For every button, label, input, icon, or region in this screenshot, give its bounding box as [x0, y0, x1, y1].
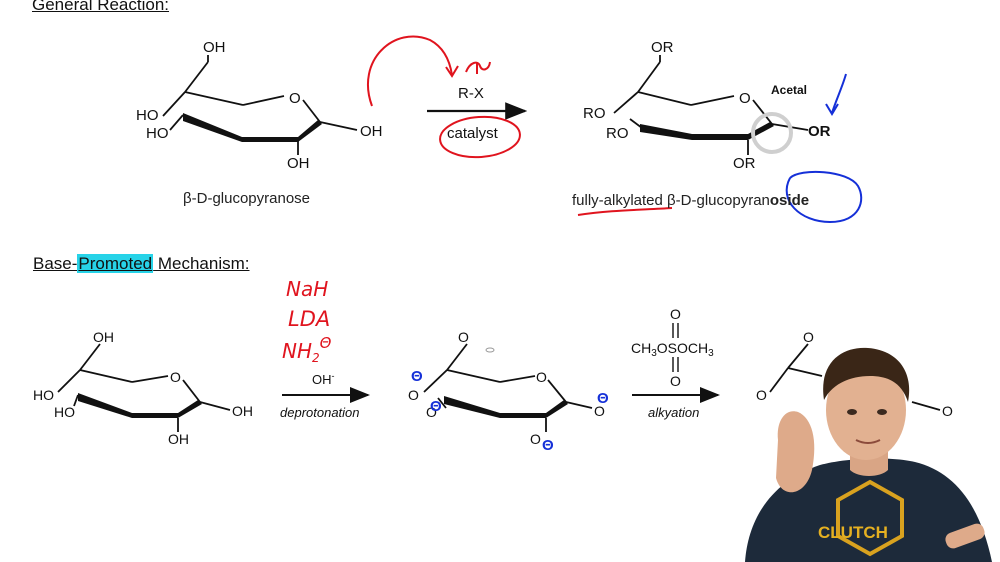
stray-mark [485, 347, 495, 353]
product-name-oside: oside [770, 192, 809, 209]
atom-label-oh: OH [360, 123, 383, 140]
alkoxide-intermediate [423, 343, 593, 432]
blue-negative-charges: Θ Θ Θ Θ [411, 368, 609, 454]
atom-label-o: O [408, 387, 419, 403]
hydroxide: OH [312, 372, 332, 387]
acetal-label: Acetal [771, 83, 807, 97]
base-lda: LDA [288, 307, 330, 331]
atom-label-o: O [170, 369, 181, 385]
sulfate-formula: CH3OSOCH3 [631, 340, 714, 359]
blue-annotations-top [785, 73, 863, 224]
atom-label-o: O [594, 403, 605, 419]
product-name-mid: β-D-glucopyra [663, 192, 762, 209]
amide-sub: 2 [312, 351, 320, 365]
alkoxide-labels: O O O O O O [408, 329, 605, 447]
atom-label-o: O [536, 369, 547, 385]
sulfate-bottom-o: O [670, 373, 681, 389]
atom-label-oh: OH [93, 329, 114, 345]
product-labels: OR O RO RO OR OR Acetal [583, 39, 831, 172]
atom-label-o: O [739, 90, 751, 107]
minus-charge: Θ [542, 437, 554, 454]
atom-label-o: O [289, 90, 301, 107]
reactant-glucopyranose [162, 55, 358, 155]
atom-label-or: OR [651, 39, 674, 56]
atom-label-ro: RO [606, 125, 629, 142]
mechanism-glucose [57, 343, 231, 432]
atom-label-o: O [426, 404, 437, 420]
section-title-general-reaction: General Reaction: [32, 0, 170, 14]
section-title-mechanism: Base-Promoted Mechanism: [33, 254, 250, 274]
step1-name: deprotonation [280, 405, 360, 420]
atom-label-oh: OH [232, 403, 253, 419]
atom-label-o: O [530, 431, 541, 447]
sulfate-top-o: O [670, 306, 681, 322]
atom-label-oh: OH [287, 155, 310, 172]
step1-reagent: OH- [312, 371, 335, 387]
logo-hexagon [836, 479, 904, 557]
amide-minus: Θ [320, 334, 332, 352]
amide-nh: NH [282, 339, 312, 363]
title-part: Mechanism: [153, 254, 250, 273]
atom-label-ho: HO [54, 404, 75, 420]
charge: - [332, 371, 335, 381]
title-part: Base- [33, 254, 78, 273]
formula-mid: OSOCH [657, 340, 708, 356]
product-glycoside [613, 55, 809, 155]
highlighted-word: Promoted [77, 254, 154, 273]
atom-label-ho: HO [33, 387, 54, 403]
base-amide: NH2Θ [282, 334, 332, 365]
atom-label-oh: OH [168, 431, 189, 447]
presenter-hand [776, 411, 815, 493]
step2-name: alkyation [648, 405, 699, 420]
atom-label-or: OR [733, 155, 756, 172]
minus-charge: Θ [411, 368, 423, 385]
product-name-n: n [762, 192, 770, 209]
atom-label-ho: HO [146, 125, 169, 142]
minus-charge: Θ [430, 398, 442, 415]
shirt-logo: CLUTCH [818, 523, 888, 542]
atom-label-o: O [458, 329, 469, 345]
reactant-name: β-D-glucopyranose [183, 190, 310, 207]
dimethyl-sulfate: O CH3OSOCH3 O [631, 306, 714, 389]
base-nah: NaH [286, 277, 328, 301]
atom-label-o: O [803, 329, 814, 345]
reagent-catalyst: catalyst [447, 125, 499, 142]
reactant-labels: OH O HO HO OH OH [136, 39, 383, 172]
atom-label-or: OR [808, 123, 831, 140]
mechanism-glucose-labels: OH O HO HO OH OH [33, 329, 253, 447]
reagent-rx: R-X [458, 85, 484, 102]
presenter-face [826, 360, 906, 460]
formula-ch: CH [631, 340, 651, 356]
atom-label-ho: HO [136, 107, 159, 124]
red-annotations-top [366, 35, 673, 216]
product-name-prefix: fully-alkylated [572, 192, 663, 209]
acetal-highlight-circle [751, 112, 793, 154]
alkylated-product [769, 343, 941, 411]
presenter-hair [823, 347, 910, 402]
formula-sub: 3 [651, 348, 657, 359]
presenter-video-overlay: CLUTCH [745, 347, 992, 562]
alkylated-product-labels: O O O [756, 329, 953, 419]
atom-label-o: O [756, 387, 767, 403]
product-name: fully-alkylated β-D-glucopyranoside [572, 192, 809, 209]
formula-sub: 3 [708, 348, 714, 359]
atom-label-oh: OH [203, 39, 226, 56]
handwritten-bases: NaH LDA NH2Θ [282, 277, 332, 365]
minus-charge: Θ [597, 390, 609, 407]
atom-label-o: O [942, 403, 953, 419]
atom-label-ro: RO [583, 105, 606, 122]
